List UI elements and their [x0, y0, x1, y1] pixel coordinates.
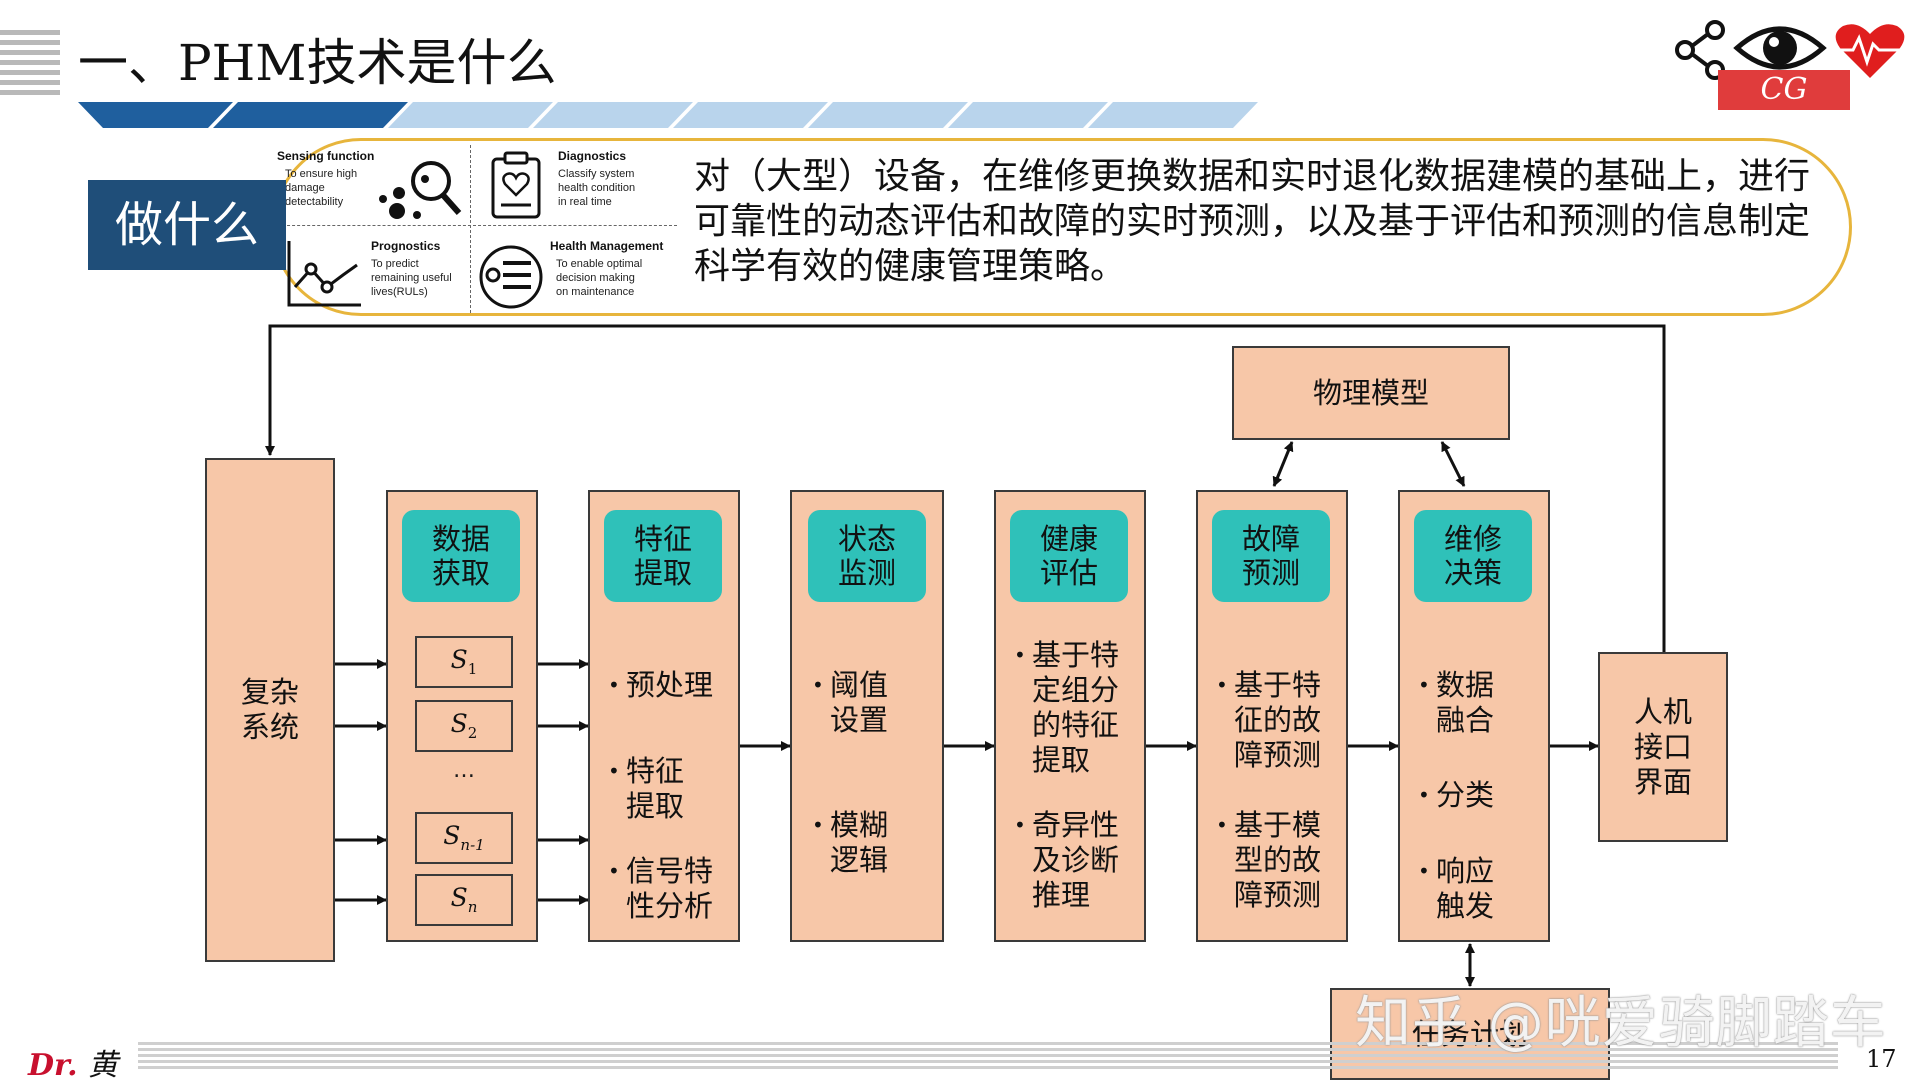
bullet-signal-analysis: 信号特 性分析 — [608, 854, 713, 924]
bullet-classification: 分类 — [1418, 778, 1494, 813]
panel-heading-prognostics: Prognostics — [371, 239, 441, 253]
stage-title-data-acquisition: 数据 获取 — [402, 510, 520, 602]
what-label: 做什么 — [88, 180, 286, 270]
sensor-s1: S1 — [415, 636, 513, 688]
footer-brand: Dr. 黄 — [28, 1040, 118, 1084]
bullet-anomaly-diagnosis: 奇异性 及诊断 推理 — [1014, 808, 1119, 913]
stage-title-condition-monitoring: 状态 监测 — [808, 510, 926, 602]
stage-fault-prediction: 故障 预测 基于特 征的故 障预测 基于模 型的故 障预测 — [1196, 490, 1348, 942]
panel-text-health-management: To enable optimal decision making on mai… — [556, 258, 643, 298]
brand-logo-icons — [1675, 20, 1905, 80]
bullet-response-trigger: 响应 触发 — [1418, 854, 1494, 924]
stage-title-health-assessment: 健康 评估 — [1010, 510, 1128, 602]
bullet-component-features: 基于特 定组分 的特征 提取 — [1014, 638, 1119, 778]
page-title: 一、PHM技术是什么 — [78, 34, 557, 92]
panel-text-diagnostics: Classify system health condition in real… — [558, 168, 636, 208]
bullet-feature-extraction: 特征 提取 — [608, 754, 684, 824]
panel-divider-horizontal — [277, 225, 677, 226]
checklist-icon — [479, 245, 543, 309]
heart-pulse-icon — [1835, 24, 1905, 78]
definition-text: 对（大型）设备，在维修更换数据和实时退化数据建模的基础上，进行可靠性的动态评估和… — [694, 156, 1811, 287]
clipboard-heart-icon — [491, 151, 541, 219]
stage-title-fault-prediction: 故障 预测 — [1212, 510, 1330, 602]
panel-text-sensing: To ensure high damage detectability — [285, 168, 358, 208]
sensor-ellipsis: … — [453, 758, 475, 783]
hmi-label: 人机 接口 界面 — [1633, 694, 1692, 799]
stage-condition-monitoring: 状态 监测 阈值 设置 模糊 逻辑 — [790, 490, 944, 942]
bullet-fuzzy-logic: 模糊 逻辑 — [812, 808, 888, 878]
sensor-s2: S2 — [415, 700, 513, 752]
bullet-feature-based-prediction: 基于特 征的故 障预测 — [1216, 668, 1321, 773]
complex-system-label: 复杂 系统 — [240, 675, 299, 744]
share-icon — [1675, 20, 1725, 80]
stage-feature-extraction: 特征 提取 预处理 特征 提取 信号特 性分析 — [588, 490, 740, 942]
hmi-block: 人机 接口 界面 — [1598, 652, 1728, 842]
page-number: 17 — [1866, 1045, 1897, 1073]
physical-model-label: 物理模型 — [1312, 375, 1429, 410]
magnifier-network-icon — [379, 161, 462, 219]
eye-icon — [1733, 26, 1827, 70]
stage-title-maintenance-decision: 维修 决策 — [1414, 510, 1532, 602]
stage-maintenance-decision: 维修 决策 数据 融合 分类 响应 触发 — [1398, 490, 1550, 942]
footer-stripes — [138, 1042, 1838, 1072]
bullet-data-fusion: 数据 融合 — [1418, 668, 1494, 738]
stage-health-assessment: 健康 评估 基于特 定组分 的特征 提取 奇异性 及诊断 推理 — [994, 490, 1146, 942]
footer-brand-cn: 黄 — [87, 1048, 118, 1083]
bullet-model-based-prediction: 基于模 型的故 障预测 — [1216, 808, 1321, 913]
panel-heading-health-management: Health Management — [550, 239, 664, 253]
zhihu-watermark: 知乎 @咣爱骑脚踏车 — [1355, 991, 1887, 1056]
physical-model-block: 物理模型 — [1232, 346, 1510, 440]
footer-brand-latin: Dr. — [28, 1048, 78, 1083]
header-stripes — [0, 30, 60, 96]
panel-heading-diagnostics: Diagnostics — [558, 149, 627, 163]
stage-title-feature-extraction: 特征 提取 — [604, 510, 722, 602]
complex-system-block: 复杂 系统 — [205, 458, 335, 962]
bullet-threshold: 阈值 设置 — [812, 668, 888, 738]
panel-divider-vertical — [470, 145, 471, 313]
panel-text-prognostics: To predict remaining useful lives(RULs) — [371, 258, 452, 298]
trend-chart-icon — [287, 241, 361, 307]
panel-heading-sensing: Sensing function — [277, 149, 375, 163]
sensor-sn: Sn — [415, 874, 513, 926]
sensor-sn-1: Sn-1 — [415, 812, 513, 864]
header-banner — [78, 102, 1258, 128]
bullet-preprocessing: 预处理 — [608, 668, 713, 703]
phm-functions-panel: Sensing function To ensure high damage d… — [277, 145, 677, 315]
